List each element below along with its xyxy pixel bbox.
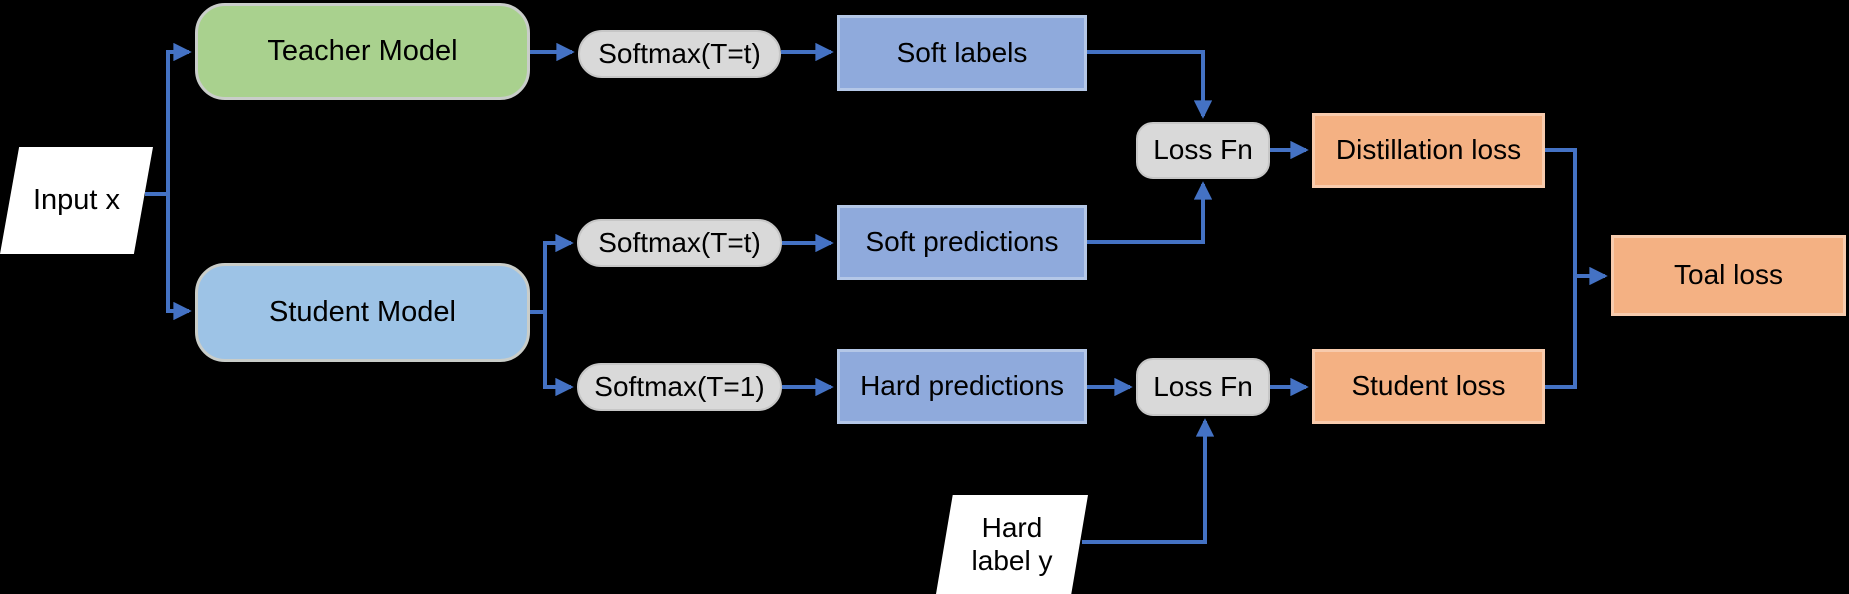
softmax-student-t-node: Softmax(T=t)	[577, 219, 782, 267]
soft-labels-node: Soft labels	[837, 15, 1087, 91]
connector-loss-merge	[1545, 148, 1577, 389]
loss-fn-distill-label: Loss Fn	[1153, 134, 1253, 166]
hard-label-y-node: Hard label y	[936, 495, 1088, 594]
softmax-student-1-label: Softmax(T=1)	[594, 370, 765, 402]
arrow-student-to-softmax-t	[543, 233, 574, 312]
soft-labels-label: Soft labels	[896, 36, 1028, 68]
arrow-softlabels-to-lossfn	[1087, 50, 1213, 119]
softmax-teacher-node: Softmax(T=t)	[578, 30, 781, 78]
arrow-student-to-softmax-1	[543, 312, 574, 397]
student-model-label: Student Model	[268, 295, 456, 328]
softmax-student-1-node: Softmax(T=1)	[577, 363, 782, 411]
total-loss-node: Toal loss	[1611, 235, 1846, 316]
softmax-student-t-label: Softmax(T=t)	[598, 226, 761, 258]
arrow-group	[145, 42, 1608, 544]
student-loss-node: Student loss	[1312, 349, 1545, 424]
hard-predictions-node: Hard predictions	[837, 349, 1087, 424]
input-x-node: Input x	[0, 147, 153, 254]
arrow-input-to-teacher	[166, 42, 192, 194]
distillation-loss-node: Distillation loss	[1312, 113, 1545, 188]
input-x-label: Input x	[32, 183, 121, 216]
loss-fn-student-label: Loss Fn	[1153, 370, 1253, 402]
total-loss-label: Toal loss	[1674, 259, 1783, 291]
arrow-softpred-to-lossfn	[1087, 181, 1213, 244]
hard-label-y-line2: label y	[971, 544, 1053, 576]
student-model-node: Student Model	[195, 263, 530, 362]
loss-fn-student-node: Loss Fn	[1136, 358, 1270, 416]
soft-predictions-node: Soft predictions	[837, 205, 1087, 280]
softmax-teacher-label: Softmax(T=t)	[598, 37, 761, 69]
arrow-input-to-student	[166, 194, 192, 321]
hard-label-y-line1: Hard	[981, 512, 1043, 544]
arrow-hardlabel-to-lossfn	[1082, 418, 1215, 544]
hard-predictions-label: Hard predictions	[860, 370, 1064, 402]
student-loss-label: Student loss	[1351, 370, 1506, 402]
distillation-loss-label: Distillation loss	[1335, 134, 1522, 166]
loss-fn-distill-node: Loss Fn	[1136, 122, 1270, 179]
teacher-model-label: Teacher Model	[267, 34, 458, 67]
soft-predictions-label: Soft predictions	[865, 226, 1059, 258]
teacher-model-node: Teacher Model	[195, 3, 530, 100]
